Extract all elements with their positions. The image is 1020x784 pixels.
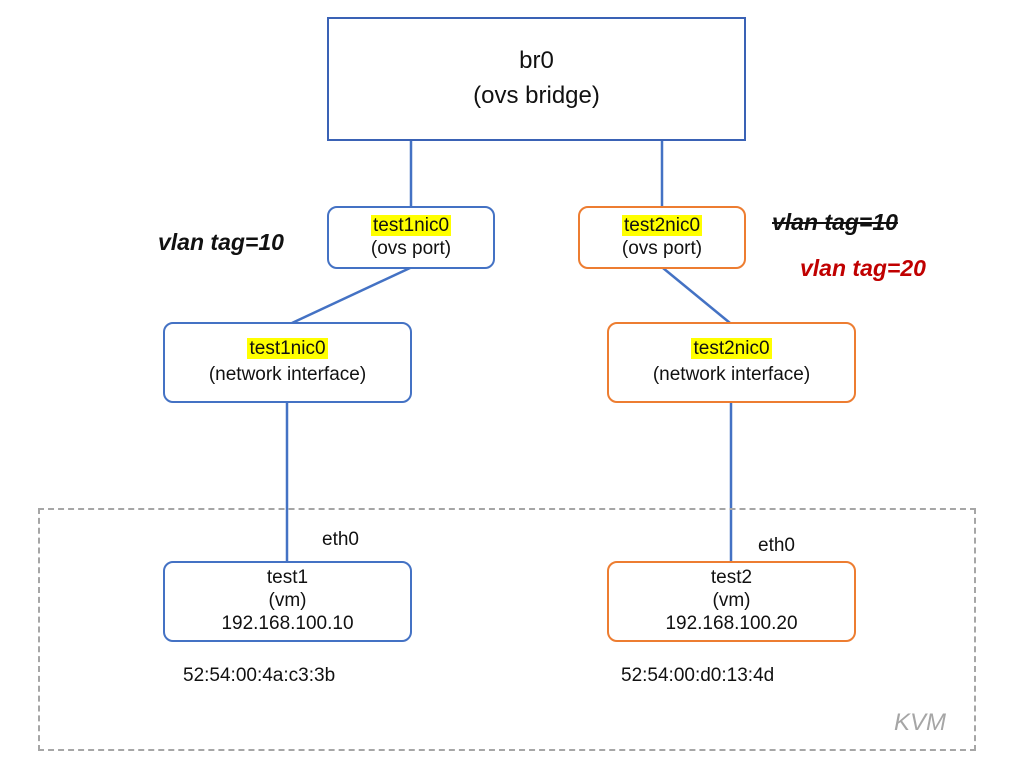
vm2-ip: 192.168.100.20 (665, 612, 798, 634)
kvm-label: KVM (894, 709, 947, 736)
iface1-name: test1nic0 (247, 338, 328, 360)
vm1-mac: 52:54:00:4a:c3:3b (183, 665, 336, 686)
port2-name: test2nic0 (621, 214, 703, 236)
iface2-type: (network interface) (652, 364, 811, 385)
connector-port2-iface2 (662, 267, 731, 324)
iface1-type: (network interface) (208, 364, 367, 385)
port1-type: (ovs port) (370, 237, 452, 259)
network-interface-box-test2nic0: test2nic0 (network interface) (607, 322, 856, 403)
vm2-iface-label: eth0 (758, 535, 795, 556)
kvm-frame (38, 508, 976, 751)
bridge-box-br0: br0 (ovs bridge) (327, 17, 746, 141)
port2-type: (ovs port) (621, 237, 703, 259)
vm1-type: (vm) (268, 590, 307, 612)
vm-box-test1: test1 (vm) 192.168.100.10 (163, 561, 412, 642)
vm1-ip: 192.168.100.10 (221, 612, 354, 634)
vlan-tag-port1: vlan tag=10 (158, 229, 284, 255)
bridge-type: (ovs bridge) (473, 82, 600, 109)
connector-port1-iface1 (291, 266, 411, 325)
vm1-iface-label: eth0 (322, 529, 359, 550)
iface2-name: test2nic0 (691, 338, 772, 360)
network-interface-box-test1nic0: test1nic0 (network interface) (163, 322, 412, 403)
ovs-port-box-test1nic0: test1nic0 (ovs port) (327, 206, 495, 269)
ovs-port-box-test2nic0: test2nic0 (ovs port) (578, 206, 746, 269)
vlan-tag-port2-old: vlan tag=10 (772, 209, 898, 235)
vlan-tag-port2-new: vlan tag=20 (800, 255, 926, 281)
vm2-name: test2 (710, 567, 753, 589)
bridge-name: br0 (519, 47, 554, 75)
vm2-type: (vm) (712, 590, 751, 612)
vm-box-test2: test2 (vm) 192.168.100.20 (607, 561, 856, 642)
vm1-name: test1 (266, 567, 309, 589)
port1-name: test1nic0 (370, 214, 452, 236)
vm2-mac: 52:54:00:d0:13:4d (621, 665, 775, 686)
